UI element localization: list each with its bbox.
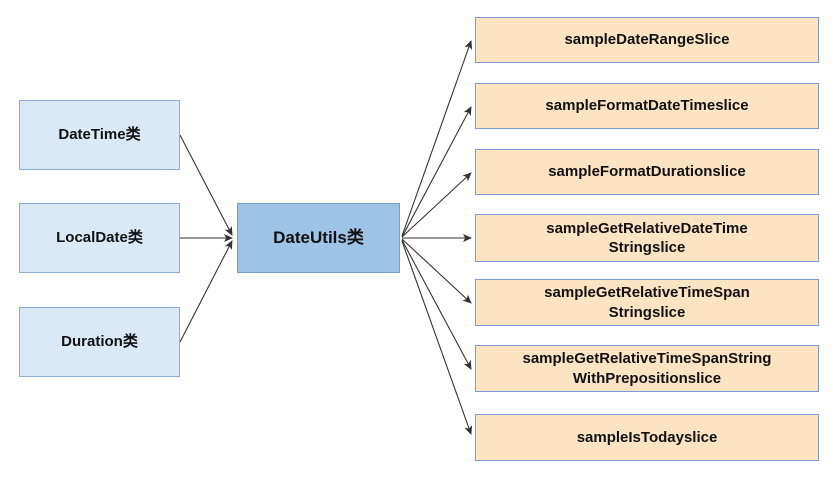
node-datetime-class: DateTime类 (19, 100, 180, 170)
node-label-line2: Stringslice (608, 303, 686, 321)
node-label-line2: Stringslice (608, 239, 686, 256)
node-sample-getrelativedatetime-slice: sampleGetRelativeDateTime Stringslice (475, 214, 819, 262)
node-sample-getrelativetimespanwithprep-slice: sampleGetRelativeTimeSpanString WithPrep… (475, 345, 819, 392)
node-label: DateUtils类 (273, 228, 364, 248)
node-label: sampleFormatDurationslice (548, 163, 746, 181)
node-sample-getrelativetimespan-slice: sampleGetRelativeTimeSpan Stringslice (475, 279, 819, 326)
node-localdate-class: LocalDate类 (19, 203, 180, 273)
node-duration-class: Duration类 (19, 307, 180, 377)
node-sample-formatdatetime-slice: sampleFormatDateTimeslice (475, 83, 819, 129)
edge-duration-to-dateutils (179, 240, 233, 343)
edge-dateutils-to-getrelativetimespan (401, 238, 472, 304)
edge-dateutils-to-daterange (401, 40, 473, 237)
node-label: Duration类 (61, 332, 138, 350)
node-label: LocalDate类 (56, 228, 143, 246)
edge-dateutils-to-formatduration (401, 172, 472, 238)
node-label-line1: sampleGetRelativeTimeSpanString (522, 350, 772, 367)
node-dateutils-class: DateUtils类 (237, 203, 400, 273)
node-label-line2: WithPrepositionslice (572, 369, 722, 387)
node-sample-formatduration-slice: sampleFormatDurationslice (475, 149, 819, 195)
node-label-line1: sampleGetRelativeTimeSpan (544, 284, 750, 301)
node-sample-daterange-slice: sampleDateRangeSlice (475, 17, 819, 63)
node-sample-istoday-slice: sampleIsTodayslice (475, 414, 819, 461)
node-label: sampleDateRangeSlice (564, 31, 730, 49)
node-label-line1: sampleGetRelativeDateTime (546, 219, 748, 237)
edge-dateutils-to-istoday (401, 240, 473, 435)
edge-dateutils-to-getrelativetimespanwithprep (401, 239, 472, 370)
edge-dateutils-to-formatdatetime (401, 106, 472, 238)
node-label: sampleFormatDateTimeslice (545, 97, 749, 115)
node-label: DateTime类 (58, 125, 141, 143)
edge-datetime-to-dateutils (179, 134, 233, 236)
node-label: sampleIsTodayslice (576, 428, 718, 446)
